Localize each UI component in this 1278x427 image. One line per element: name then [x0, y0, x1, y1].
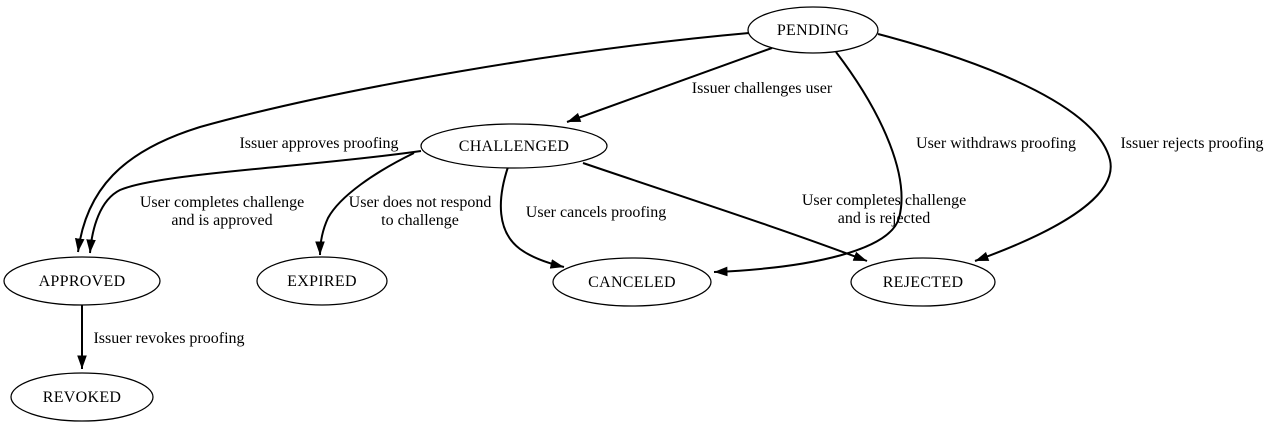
edge-label-user-does-not-respond-line2: to challenge [381, 212, 459, 229]
node-approved: APPROVED [3, 256, 161, 306]
edge-layer: Issuer approves proofing Issuer challeng… [74, 32, 1264, 369]
edge-pending-challenged-path [566, 47, 773, 123]
node-approved-shape [3, 256, 161, 306]
edge-pending-rejected-path [877, 33, 1112, 262]
edge-pending-approved: Issuer approves proofing [74, 32, 750, 253]
node-expired-label: EXPIRED [287, 273, 357, 290]
node-pending: PENDING [747, 6, 879, 54]
node-canceled-label: CANCELED [588, 274, 676, 291]
node-canceled: CANCELED [552, 257, 712, 307]
edge-challenged-canceled: User cancels proofing [499, 166, 666, 269]
node-canceled-shape [552, 257, 712, 307]
edge-label-user-withdraws-proofing: User withdraws proofing [916, 135, 1076, 152]
edge-pending-canceled: User withdraws proofing [713, 51, 1076, 277]
edge-challenged-approved: User completes challenge and is approved [86, 150, 422, 254]
edge-label-user-completes-challenge-rejected-line2: and is rejected [838, 210, 930, 227]
node-revoked: REVOKED [10, 372, 154, 422]
edge-label-issuer-challenges-user: Issuer challenges user [692, 80, 833, 97]
edge-challenged-expired: User does not respond to challenge [315, 152, 492, 256]
edge-challenged-canceled-path [499, 166, 565, 269]
edge-challenged-rejected-path [582, 162, 868, 262]
edge-label-user-completes-challenge-rejected-line1: User completes challenge [802, 192, 966, 209]
node-pending-label: PENDING [777, 22, 849, 39]
edge-label-user-cancels-proofing: User cancels proofing [526, 204, 666, 221]
node-challenged: CHALLENGED [420, 123, 608, 169]
edge-challenged-approved-path [86, 150, 422, 254]
edge-label-user-does-not-respond-line1: User does not respond [349, 194, 492, 211]
edge-approved-revoked: Issuer revokes proofing [77, 305, 245, 369]
node-revoked-label: REVOKED [43, 389, 122, 406]
node-approved-label: APPROVED [39, 273, 126, 290]
edge-label-user-completes-challenge-approved-line1: User completes challenge [140, 194, 304, 211]
node-layer: PENDING CHALLENGED APPROVED EXPIRED CANC… [3, 6, 996, 422]
edge-pending-canceled-path [713, 51, 903, 277]
edge-pending-rejected: Issuer rejects proofing [877, 33, 1264, 262]
edge-challenged-expired-path [315, 152, 415, 256]
edge-pending-challenged: Issuer challenges user [566, 47, 833, 123]
edge-label-issuer-revokes-proofing: Issuer revokes proofing [93, 330, 244, 347]
node-expired-shape [256, 256, 388, 306]
edge-pending-approved-path [74, 32, 750, 253]
edge-label-issuer-approves-proofing: Issuer approves proofing [239, 135, 398, 152]
edge-label-user-completes-challenge-approved-line2: and is approved [171, 212, 272, 229]
node-rejected-label: REJECTED [883, 274, 964, 291]
node-pending-shape [747, 6, 879, 54]
node-challenged-label: CHALLENGED [459, 138, 570, 155]
node-rejected: REJECTED [850, 257, 996, 307]
node-expired: EXPIRED [256, 256, 388, 306]
node-revoked-shape [10, 372, 154, 422]
node-rejected-shape [850, 257, 996, 307]
edge-label-issuer-rejects-proofing: Issuer rejects proofing [1120, 135, 1263, 152]
node-challenged-shape [420, 123, 608, 169]
edge-challenged-rejected: User completes challenge and is rejected [582, 162, 966, 262]
